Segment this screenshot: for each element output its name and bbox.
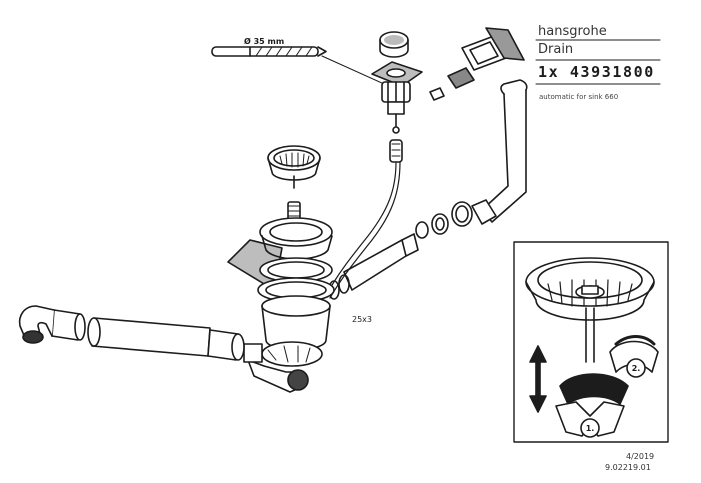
- inset-frame: [513, 241, 669, 443]
- bowden-cable: [325, 139, 403, 299]
- hole-diameter-label: Ø 35 mm: [244, 36, 284, 46]
- brand-name: hansgrohe: [538, 24, 607, 39]
- strainer-basket: [267, 145, 321, 221]
- document-number: 9.02219.01: [605, 463, 651, 472]
- revision-date: 4/2019: [626, 452, 655, 461]
- product-note: automatic for sink 660: [539, 93, 619, 101]
- drain-body: [227, 217, 335, 393]
- step-1-label: 1.: [586, 424, 595, 433]
- hose-size-label: 25x3: [352, 315, 372, 324]
- overflow-pipe: [328, 79, 528, 300]
- inset-strainer-detail: [525, 257, 655, 363]
- title-block-rules: [535, 39, 661, 85]
- inset-hand-gestures: 2. 1.: [529, 335, 659, 438]
- waste-pipe: [18, 305, 245, 361]
- overflow-cover: [429, 27, 525, 101]
- article-number: 1x 43931800: [538, 63, 655, 81]
- control-unit: [371, 61, 423, 134]
- pop-up-knob: [379, 31, 409, 58]
- step-2-label: 2.: [632, 364, 641, 373]
- product-type: Drain: [538, 42, 574, 57]
- drill-bit: [211, 46, 385, 85]
